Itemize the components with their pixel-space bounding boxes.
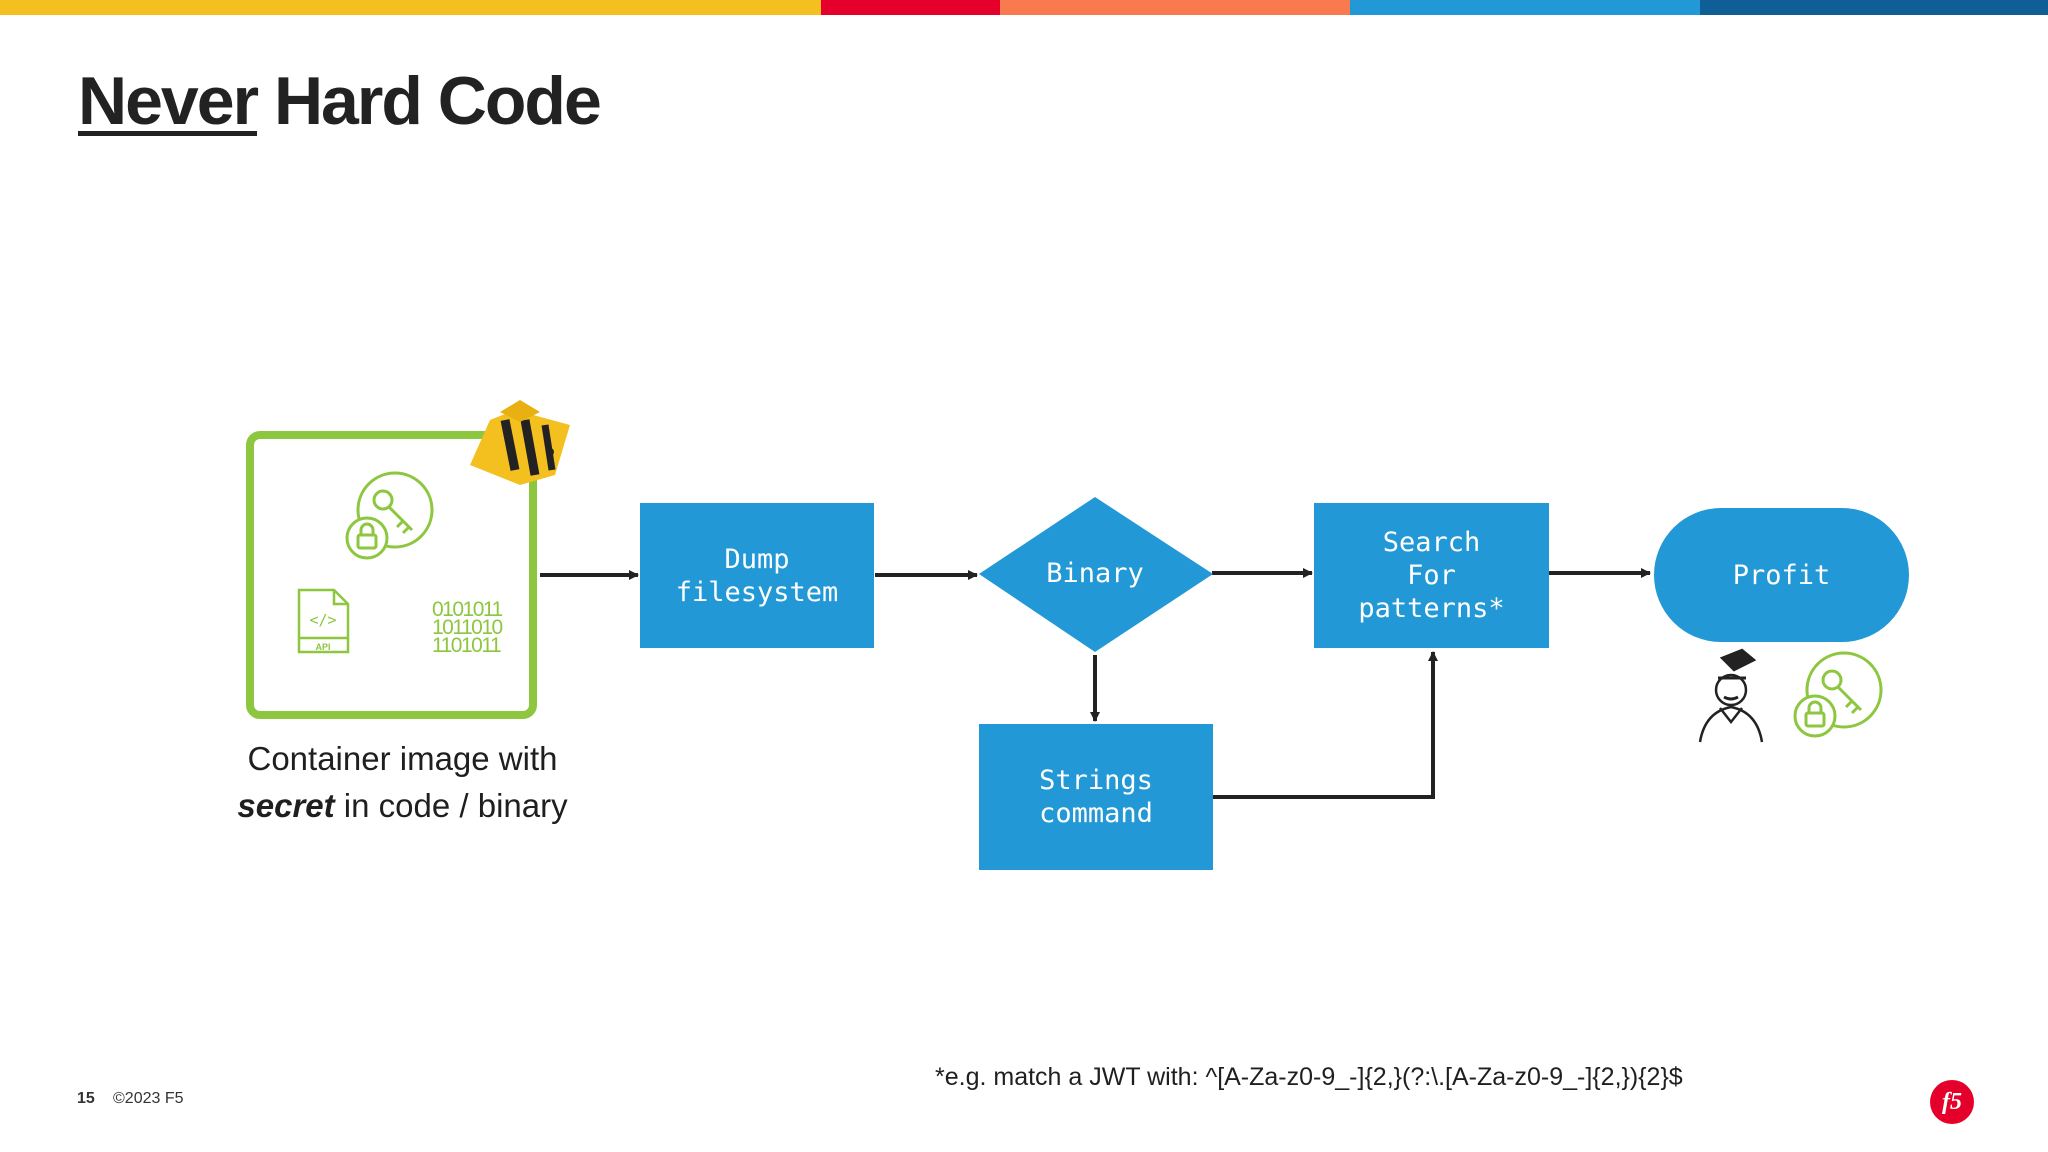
bee-icon — [470, 400, 570, 485]
api-file-icon: </> API — [297, 588, 350, 654]
binary-decision-diamond — [979, 497, 1213, 652]
title-underlined-word: Never — [78, 63, 259, 139]
caption-line-1: Container image with — [247, 740, 558, 777]
copyright: ©2023 F5 — [113, 1090, 184, 1107]
api-label: API — [315, 642, 330, 652]
key-lock-icon-profit — [1793, 651, 1883, 738]
binary-data-icon: 0101011 1011010 1101011 — [432, 598, 504, 657]
strings-command-box: Strings command — [979, 724, 1213, 870]
footnote-jwt-regex: *e.g. match a JWT with: ^[A-Za-z0-9_-]{2… — [935, 1063, 1683, 1091]
page-number: 15 — [77, 1090, 95, 1107]
top-bar-segment-2 — [821, 0, 1000, 15]
top-bar-segment-1 — [0, 0, 821, 15]
profit-terminal-shape — [1654, 508, 1909, 642]
svg-text:</>: </> — [309, 611, 336, 629]
top-bar-segment-3 — [1000, 0, 1350, 15]
binary-line-3: 1101011 — [432, 634, 501, 657]
top-bar-segment-4 — [1350, 0, 1700, 15]
binary-line-1: 0101011 — [432, 598, 503, 621]
caption-line-2: secret in code / binary — [200, 782, 605, 829]
page-title: Never Hard Code — [78, 62, 602, 140]
search-patterns-box: Search For patterns* — [1314, 503, 1549, 648]
hacker-icon — [1698, 648, 1764, 743]
caption-emphasis: secret — [237, 787, 335, 824]
key-lock-icon — [345, 471, 434, 560]
arrow-strings-to-search — [1213, 651, 1438, 799]
profit-label: Profit — [1732, 559, 1831, 591]
caption-rest: in code / binary — [334, 787, 568, 824]
f5-logo: f5 — [1930, 1080, 1974, 1124]
title-rest: Hard Code — [273, 63, 602, 139]
dump-filesystem-box: Dump filesystem — [640, 503, 874, 648]
binary-decision-label: Binary — [1046, 558, 1144, 589]
container-caption: Container image with secret in code / bi… — [200, 735, 605, 829]
binary-line-2: 1011010 — [432, 616, 503, 639]
top-bar-segment-5 — [1700, 0, 2048, 15]
logo-text: f5 — [1942, 1088, 1962, 1115]
container-image-frame — [246, 431, 537, 719]
